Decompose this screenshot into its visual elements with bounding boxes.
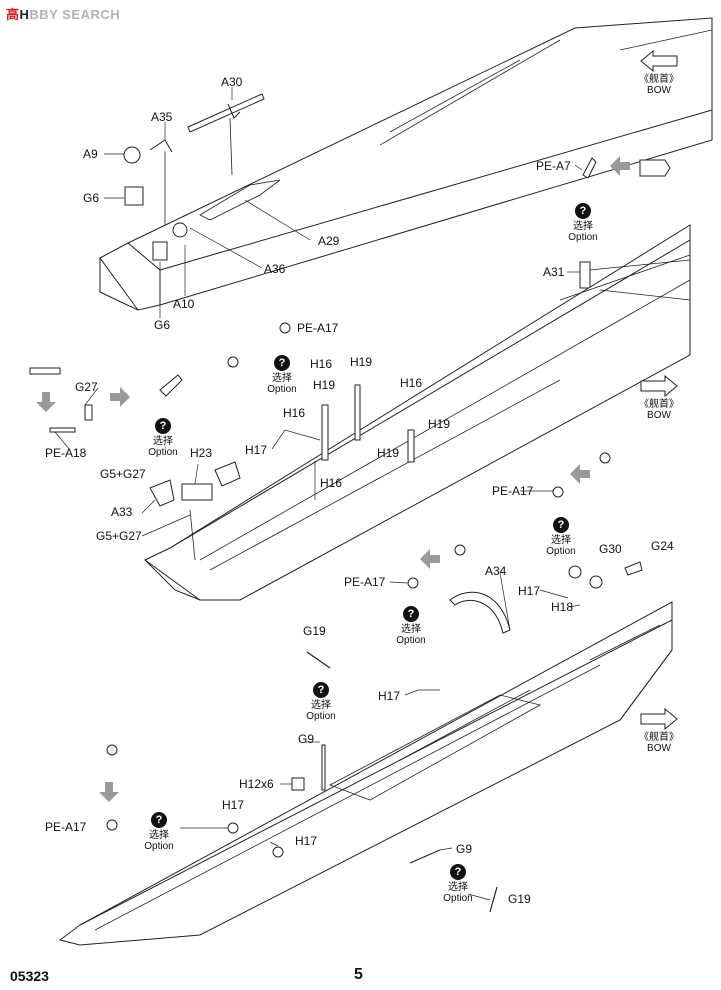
part-g9 xyxy=(321,744,326,791)
label-pe-a17-4: PE-A17 xyxy=(45,820,87,834)
label-h16-1: H16 xyxy=(310,357,333,371)
bow-arrow-icon xyxy=(640,375,678,397)
label-pe-a7: PE-A7 xyxy=(536,159,571,173)
lower-hull-section xyxy=(58,601,673,946)
label-h17-2: H17 xyxy=(518,584,541,598)
label-g24: G24 xyxy=(651,539,674,553)
label-g27: G27 xyxy=(75,380,98,394)
label-h18: H18 xyxy=(551,600,574,614)
label-a31: A31 xyxy=(543,265,565,279)
part-a31 xyxy=(579,261,591,289)
question-icon: ? xyxy=(313,682,329,698)
bow-indicator-1: 《舰首》BOW xyxy=(633,50,685,96)
part-g27 xyxy=(84,404,93,421)
part-a9 xyxy=(123,146,141,164)
label-a35: A35 xyxy=(151,110,173,124)
label-g9-1: G9 xyxy=(298,732,315,746)
question-icon: ? xyxy=(274,355,290,371)
label-h16-3: H16 xyxy=(283,406,306,420)
label-h17-5: H17 xyxy=(295,834,318,848)
label-g5-g27-1: G5+G27 xyxy=(100,467,146,481)
question-icon: ? xyxy=(575,203,591,219)
label-a29: A29 xyxy=(318,234,340,248)
label-a33: A33 xyxy=(111,505,133,519)
bow-arrow-icon xyxy=(640,708,678,730)
label-g30: G30 xyxy=(599,542,622,556)
part-h23 xyxy=(181,483,213,501)
page-number: 5 xyxy=(354,966,363,983)
label-g5-g27-2: G5+G27 xyxy=(96,529,142,543)
part-g6a xyxy=(124,186,144,206)
question-icon: ? xyxy=(403,606,419,622)
kit-number: 05323 xyxy=(10,968,49,984)
label-pe-a17-3: PE-A17 xyxy=(344,575,386,589)
label-g19-2: G19 xyxy=(508,892,531,906)
label-h17-4: H17 xyxy=(222,798,245,812)
label-g6-top: G6 xyxy=(83,191,100,205)
label-h19-1: H19 xyxy=(350,355,373,369)
label-g19-1: G19 xyxy=(303,624,326,638)
label-pe-a17-1: PE-A17 xyxy=(297,321,339,335)
label-pe-a17-2: PE-A17 xyxy=(492,484,534,498)
label-h17-1: H17 xyxy=(245,443,268,457)
leader-lines xyxy=(54,87,583,901)
question-icon: ? xyxy=(155,418,171,434)
hatched-arrows xyxy=(36,156,630,802)
label-g6-bottom: G6 xyxy=(154,318,171,332)
label-h19-2: H19 xyxy=(313,378,336,392)
part-h12 xyxy=(291,777,305,791)
bow-arrow-icon xyxy=(640,50,678,72)
label-h19-4: H19 xyxy=(377,446,400,460)
bow-hull-section xyxy=(99,17,713,311)
label-g9-2: G9 xyxy=(456,842,473,856)
part-a34 xyxy=(449,591,511,634)
part-h16-mast xyxy=(354,384,361,441)
label-h19-3: H19 xyxy=(428,417,451,431)
label-a10: A10 xyxy=(173,297,195,311)
question-icon: ? xyxy=(151,812,167,828)
label-h23: H23 xyxy=(190,446,213,460)
label-pe-a18: PE-A18 xyxy=(45,446,87,460)
question-icon: ? xyxy=(553,517,569,533)
label-a9: A9 xyxy=(83,147,98,161)
label-a36: A36 xyxy=(264,262,286,276)
label-h16-4: H16 xyxy=(320,476,343,490)
part-a30 xyxy=(187,93,265,133)
bow-indicator-3: 《舰首》BOW xyxy=(633,708,685,754)
bow-indicator-2: 《舰首》BOW xyxy=(633,375,685,421)
part-a33 xyxy=(149,479,175,507)
label-a34: A34 xyxy=(485,564,507,578)
part-g6b xyxy=(152,241,168,261)
label-h12x6: H12x6 xyxy=(239,777,274,791)
question-icon: ? xyxy=(450,864,466,880)
label-a30: A30 xyxy=(221,75,243,89)
label-h16-2: H16 xyxy=(400,376,423,390)
label-h17-3: H17 xyxy=(378,689,401,703)
middle-hull-section xyxy=(144,224,691,601)
part-g24 xyxy=(624,561,643,576)
watermark-logo: 高HBBY SEARCH xyxy=(6,7,121,22)
part-pe-a7 xyxy=(582,157,597,179)
part-pe-a18 xyxy=(49,427,76,433)
